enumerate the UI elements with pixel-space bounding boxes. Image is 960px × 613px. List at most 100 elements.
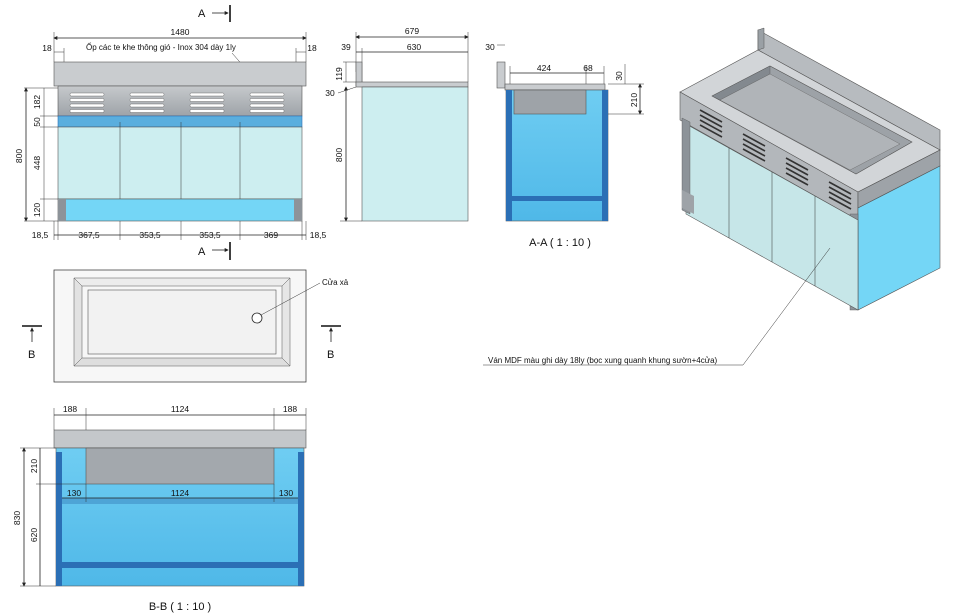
dim-side-left: 18 [42, 43, 52, 53]
iso-vent-slot [699, 124, 723, 138]
vent-slot [249, 109, 285, 113]
dim-bb-inner-left: 130 [67, 488, 81, 498]
aa-frame-right [602, 90, 608, 221]
aa-basin [513, 89, 587, 115]
dim-bb-inner-mid: 1124 [171, 488, 190, 498]
leg-right [294, 199, 302, 221]
dim-bb-basin: 210 [29, 459, 39, 473]
dim-h-rail: 50 [32, 117, 42, 127]
vent-slot [189, 98, 225, 102]
section-bb-title: B-B ( 1 : 10 ) [149, 601, 211, 613]
side-panel [361, 86, 469, 222]
iso-vent-slot [785, 157, 809, 171]
door-panel-area [57, 126, 303, 200]
iso-vent-slot [742, 138, 766, 152]
iso-vent-slot [699, 119, 723, 133]
dim-width-total: 1480 [171, 27, 190, 37]
bb-frame-left [56, 452, 62, 586]
countertop [53, 61, 307, 87]
bb-frame-rail [56, 562, 304, 568]
vent-slot [69, 103, 105, 108]
dim-side-height: 800 [334, 148, 344, 162]
dim-aa-top-thick: 30 [614, 71, 624, 81]
side-view: 679 39 630 119 30 800 [325, 26, 469, 222]
aa-top [504, 83, 606, 91]
dim-b5: 369 [264, 230, 278, 240]
material-note: Ván MDF màu ghi dày 18ly (bọc xung quanh… [488, 356, 718, 365]
dim-b3: 353,5 [139, 230, 161, 240]
front-view: 1480 18 18 Ốp các te khe thông gió - Ino… [14, 5, 327, 260]
section-bb: 188 1124 188 130 1124 130 830 210 620 B-… [12, 404, 307, 613]
dim-depth-total: 679 [405, 26, 419, 36]
vent-slot [129, 103, 165, 108]
svg-text:B: B [327, 349, 334, 361]
aa-frame-left [506, 90, 512, 221]
vent-slot [249, 98, 285, 102]
vent-slot [129, 98, 165, 102]
svg-text:A: A [198, 246, 206, 258]
iso-vent-slot [742, 143, 766, 157]
iso-vent-slot [699, 109, 723, 123]
iso-vent-slot [785, 167, 809, 181]
section-mark-b-left: B [22, 325, 42, 361]
plinth [57, 198, 303, 222]
dim-d-left: 39 [341, 42, 351, 52]
basin-top [87, 289, 277, 355]
iso-vent-slot [828, 196, 852, 210]
dim-aa-basin-depth: 210 [629, 93, 639, 107]
section-aa-title: A-A ( 1 : 10 ) [529, 237, 591, 249]
vent-note: Ốp các te khe thông gió - Inox 304 dày 1… [86, 42, 236, 52]
vent-slot [189, 92, 225, 97]
dim-b4: 353,5 [199, 230, 221, 240]
aa-backsplash [496, 61, 506, 89]
section-aa: 30 424 68 30 210 A-A ( 1 : 10 ) [485, 42, 644, 249]
iso-vent-slots [699, 109, 852, 210]
iso-vent-slot [828, 191, 852, 205]
dim-h-doors: 448 [32, 156, 42, 170]
dim-bb-total: 830 [12, 511, 22, 525]
iso-vent-slot [785, 162, 809, 176]
section-mark-a-bottom: A [198, 242, 231, 260]
dim-bb-top-right: 188 [283, 404, 297, 414]
vent-slot [69, 109, 105, 113]
dim-h-top: 182 [32, 95, 42, 109]
section-mark-b-right: B [321, 325, 341, 361]
dim-d-main: 630 [407, 42, 421, 52]
dim-side-right: 18 [307, 43, 317, 53]
bb-frame-right [298, 452, 304, 586]
side-countertop [355, 81, 469, 88]
dim-bb-inner-right: 130 [279, 488, 293, 498]
dim-b6: 18,5 [310, 230, 327, 240]
front-rail [57, 115, 303, 128]
dim-height-total: 800 [14, 149, 24, 163]
bb-inner-band [62, 498, 298, 504]
dim-b1: 18,5 [32, 230, 49, 240]
leg-left [58, 199, 66, 221]
iso-vent-slot [828, 181, 852, 195]
dim-bb-top-left: 188 [63, 404, 77, 414]
drain-hole [251, 312, 263, 324]
dim-aa-offset: 68 [583, 63, 593, 73]
iso-vent-slot [742, 133, 766, 147]
aa-frame-rail [506, 196, 608, 201]
dim-side-top: 119 [334, 67, 344, 81]
bb-countertop [53, 429, 307, 449]
vent-slot [249, 92, 285, 97]
vent-slot [189, 109, 225, 113]
dim-aa-lip: 30 [485, 42, 495, 52]
bb-basin [85, 447, 275, 485]
section-mark-a-top: A [198, 5, 231, 22]
iso-vent-slot [785, 172, 809, 186]
dim-bb-top-mid: 1124 [171, 404, 190, 414]
vent-slot [129, 92, 165, 97]
dim-b2: 367,5 [78, 230, 100, 240]
vent-slot [129, 109, 165, 113]
svg-text:A: A [198, 8, 206, 20]
iso-vent-slot [699, 114, 723, 128]
iso-vent-slot [828, 186, 852, 200]
svg-text:B: B [28, 349, 35, 361]
iso-vent-slot [742, 148, 766, 162]
top-view: Cửa xả B B [22, 269, 349, 383]
dim-bb-lower: 620 [29, 528, 39, 542]
